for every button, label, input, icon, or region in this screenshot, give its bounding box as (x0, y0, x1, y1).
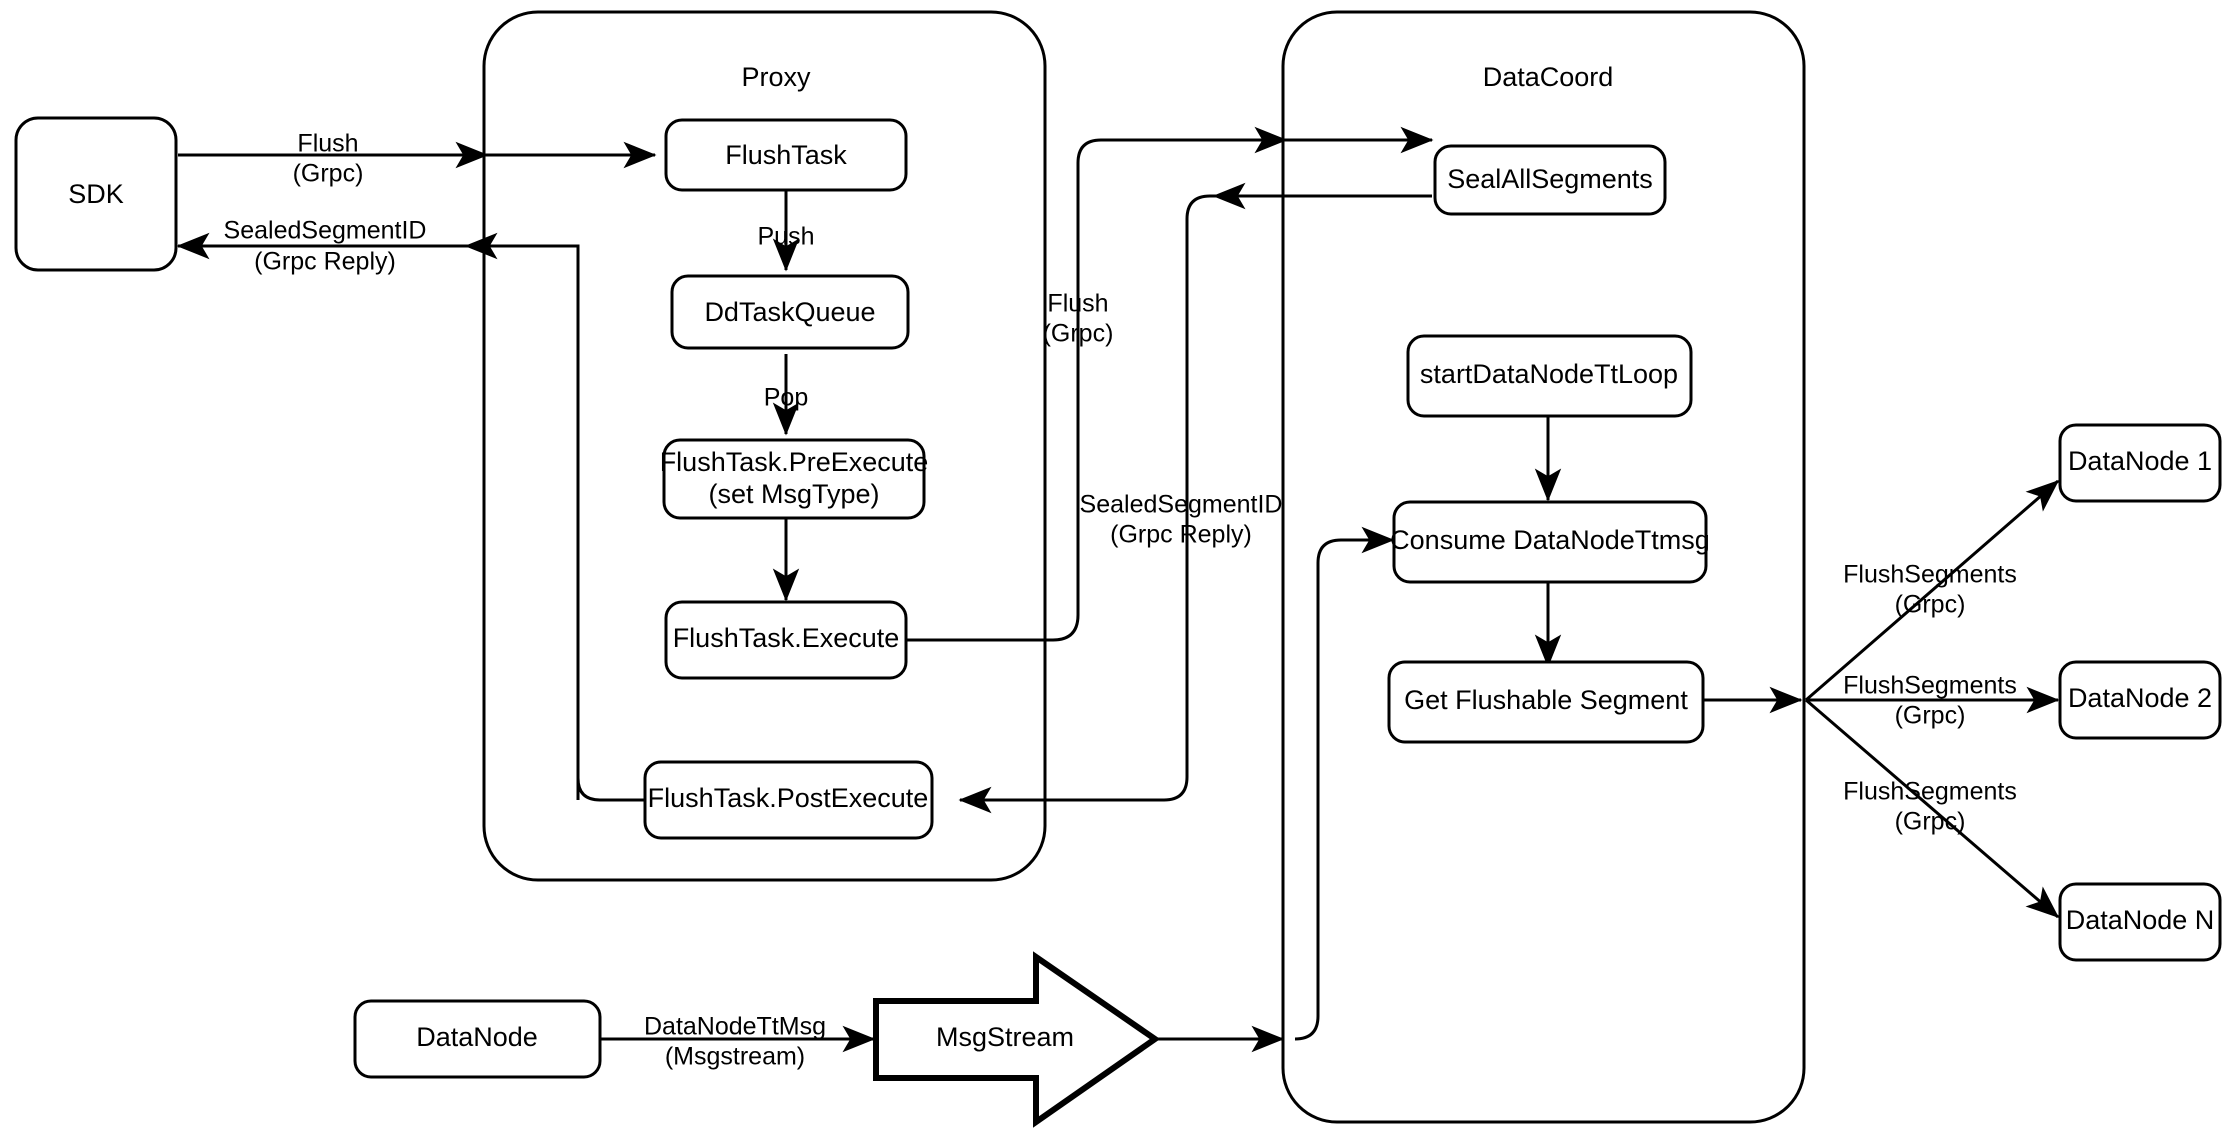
edge-sealallsegments-to-postexecute (958, 194, 1432, 814)
edge-execute-to-sealallsegments (906, 126, 1434, 642)
node-flushtask-preexecute[interactable] (662, 438, 926, 520)
node-datanode-1[interactable] (2058, 423, 2222, 503)
node-msgstream-block-arrow[interactable] (873, 951, 1161, 1128)
node-ddtaskqueue-label: DdTaskQueue (704, 297, 875, 327)
edge-proxy-to-sdk (176, 232, 580, 800)
node-start-datanode-tt-loop[interactable] (1406, 334, 1693, 418)
node-get-flushable-segment[interactable] (1387, 660, 1705, 744)
node-datanode-n[interactable] (2058, 882, 2222, 962)
edge-postexecute-to-loop (576, 760, 645, 802)
node-sdk-label: SDK (68, 179, 124, 209)
node-sdk[interactable] (14, 116, 178, 272)
edge-label-flushsegments-2-line1: FlushSegments (1843, 672, 2017, 700)
node-sealallsegments[interactable] (1433, 144, 1667, 216)
node-flushtask-execute[interactable] (664, 600, 908, 680)
edge-datacoord-in-to-consume (1294, 526, 1395, 1041)
edge-label-flushsegments-n-line1: FlushSegments (1843, 778, 2017, 806)
edge-label-coord-to-proxy-line2: (Grpc Reply) (1110, 521, 1252, 549)
edge-label-coord-to-proxy-line1: SealedSegmentID (1080, 491, 1283, 519)
datacoord-container-title: DataCoord (1483, 62, 1614, 92)
proxy-container-title: Proxy (741, 62, 811, 92)
node-datanode-source[interactable] (353, 999, 602, 1079)
datacoord-container (1281, 10, 1806, 1124)
node-get-flushable-segment-label: Get Flushable Segment (1404, 685, 1688, 715)
node-ddtaskqueue[interactable] (670, 274, 910, 350)
node-datanode-2[interactable] (2058, 660, 2222, 740)
node-flushtask-label: FlushTask (725, 140, 847, 170)
edge-label-proxy-to-sdk-line2: (Grpc Reply) (254, 248, 396, 276)
node-datanode-source-label: DataNode (416, 1022, 538, 1052)
edge-label-sdk-to-proxy-line1: Flush (297, 130, 358, 158)
edge-label-proxy-to-coord-line1: Flush (1047, 290, 1108, 318)
edge-label-proxy-to-sdk-line1: SealedSegmentID (224, 217, 427, 245)
node-datanode-1-label: DataNode 1 (2068, 446, 2212, 476)
node-start-datanode-tt-loop-label: startDataNodeTtLoop (1420, 359, 1678, 389)
node-consume-datanode-ttmsg-label: Consume DataNodeTtmsg (1390, 525, 1710, 555)
node-datanode-n-label: DataNode N (2066, 905, 2215, 935)
edge-label-sdk-to-proxy-line2: (Grpc) (293, 160, 364, 188)
node-msgstream-label: MsgStream (936, 1022, 1074, 1052)
node-flushtask-postexecute[interactable] (643, 760, 934, 840)
edge-label-datanode-ttmsg-line1: DataNodeTtMsg (644, 1013, 826, 1041)
node-datanode-2-label: DataNode 2 (2068, 683, 2212, 713)
edge-junction-to-datanode1 (1805, 479, 2060, 702)
edge-label-flushsegments-1-line2: (Grpc) (1895, 591, 1966, 619)
node-consume-datanode-ttmsg[interactable] (1392, 500, 1708, 584)
node-flushtask[interactable] (664, 118, 908, 192)
edge-junction-to-datanoden (1805, 698, 2060, 919)
edge-label-push: Push (758, 223, 815, 251)
node-flushtask-postexecute-label: FlushTask.PostExecute (648, 783, 929, 813)
edge-label-proxy-to-coord-line2: (Grpc) (1043, 320, 1114, 348)
proxy-container (482, 10, 1047, 882)
edge-label-flushsegments-n-line2: (Grpc) (1895, 808, 1966, 836)
edge-label-flushsegments-2-line2: (Grpc) (1895, 702, 1966, 730)
node-flushtask-execute-label: FlushTask.Execute (673, 623, 900, 653)
node-flushtask-preexecute-label-line1: FlushTask.PreExecute (660, 447, 929, 477)
node-sealallsegments-label: SealAllSegments (1447, 164, 1653, 194)
edge-label-flushsegments-1-line1: FlushSegments (1843, 561, 2017, 589)
node-flushtask-preexecute-label-line2: (set MsgType) (708, 479, 879, 509)
edge-label-pop: Pop (764, 384, 808, 412)
edge-label-datanode-ttmsg-line2: (Msgstream) (665, 1043, 805, 1071)
